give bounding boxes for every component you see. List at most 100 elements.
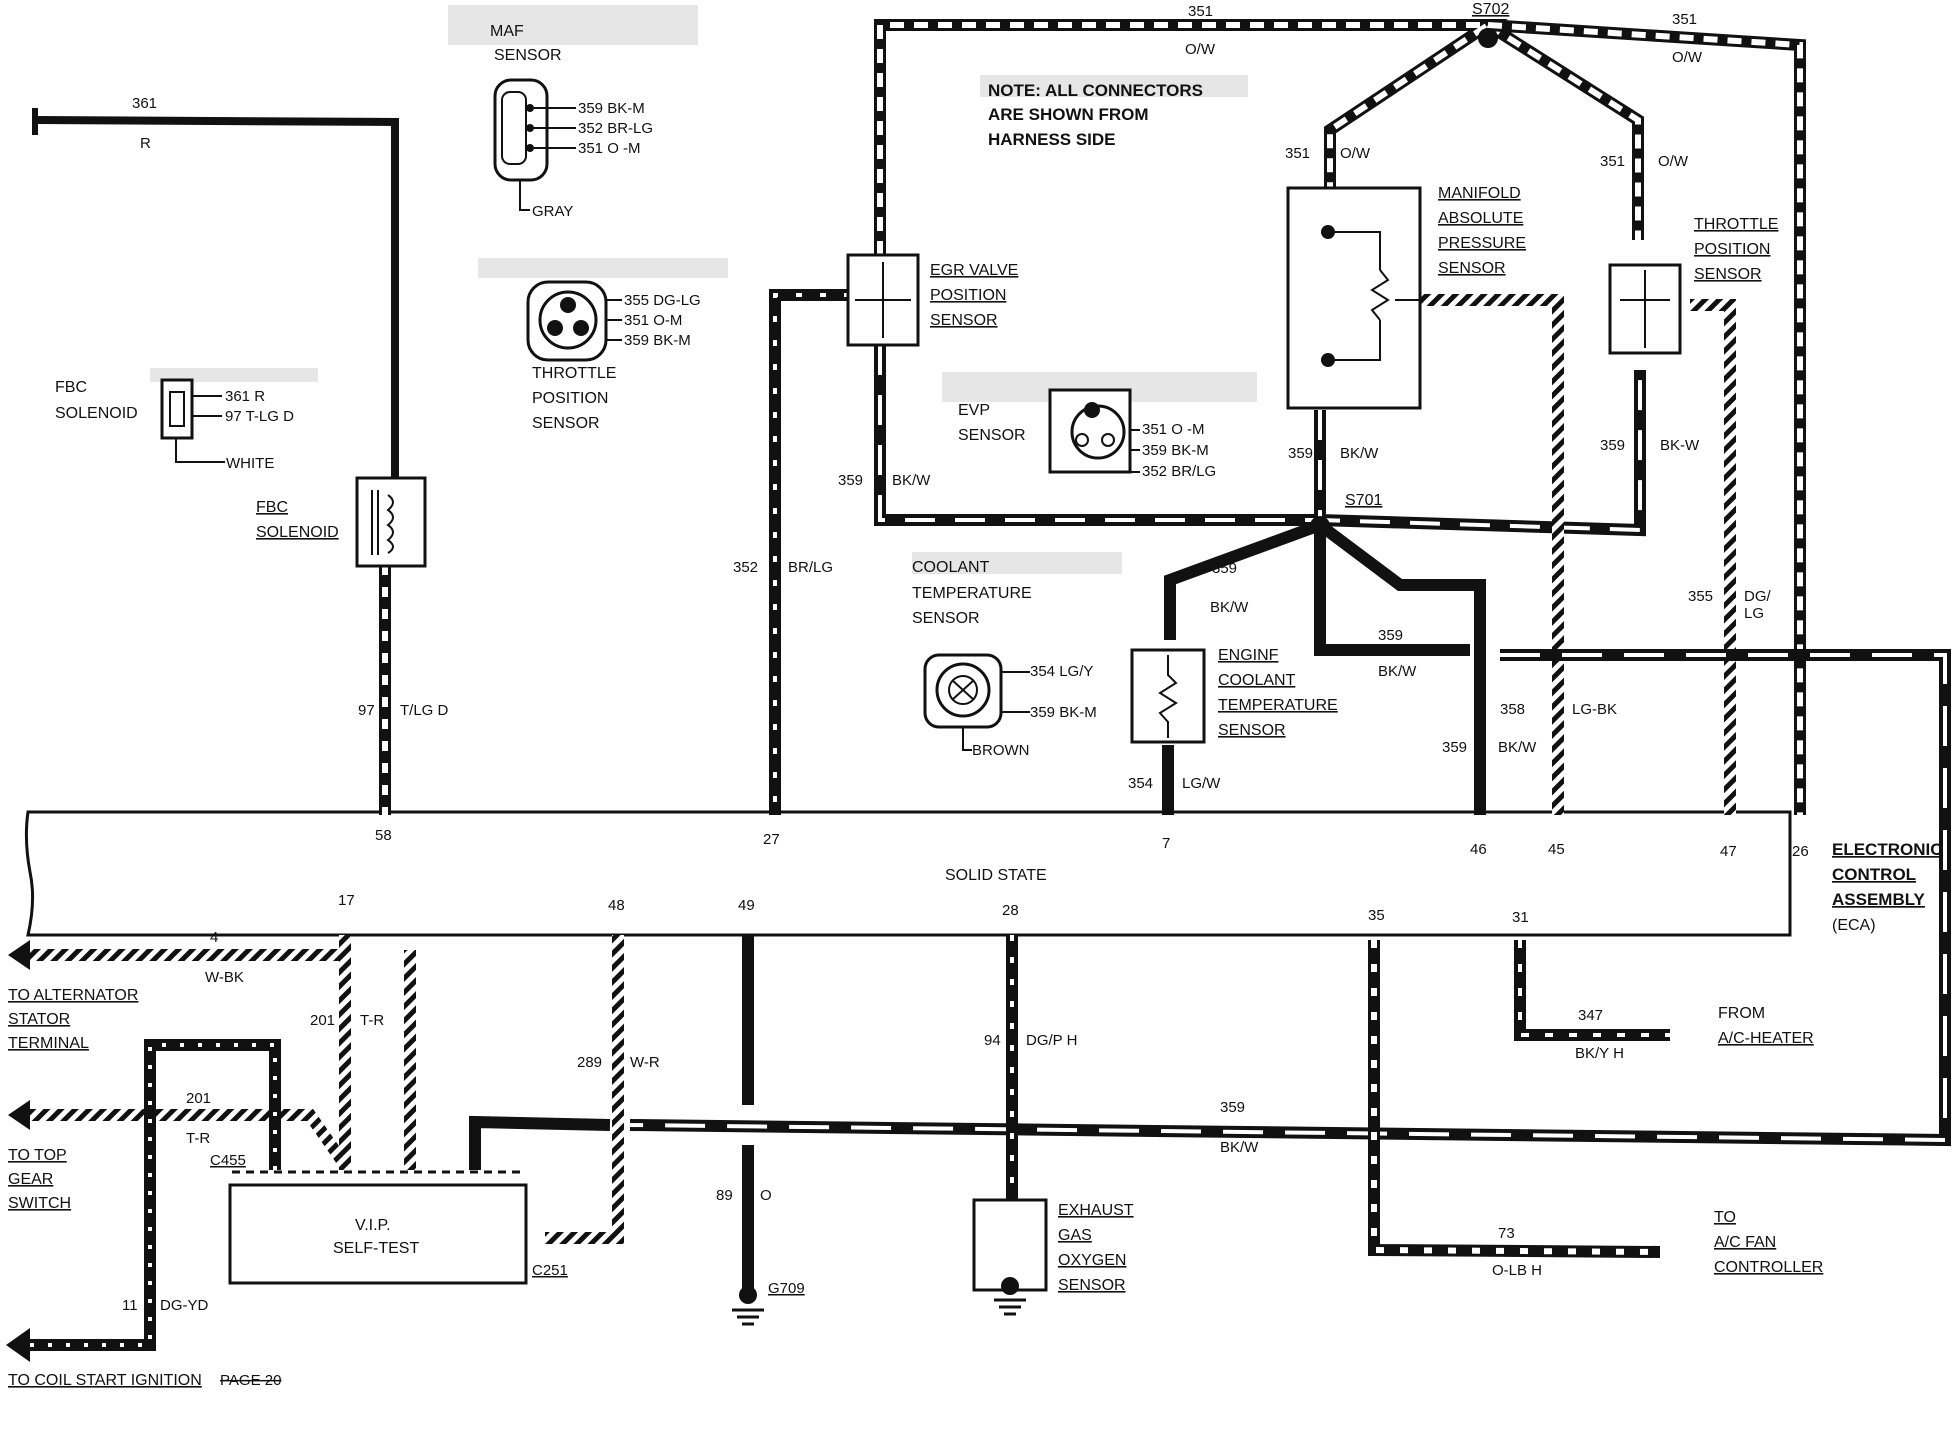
tps-right-label-2: POSITION: [1694, 241, 1770, 258]
evp-pin-2: 359 BK-M: [1142, 442, 1209, 459]
tps-right-label-1: THROTTLE: [1694, 216, 1778, 233]
dest-ac-fan-3: CONTROLLER: [1714, 1259, 1823, 1276]
harness-note: NOTE: ALL CONNECTORS ARE SHOWN FROM HARN…: [980, 75, 1248, 149]
ect-sensor-box: [1130, 648, 1206, 744]
w359-egr-num: 359: [838, 472, 863, 489]
maf-color: GRAY: [532, 203, 573, 220]
tps-sensor-box: [1608, 263, 1682, 355]
evp-label-1: EVP: [958, 402, 990, 419]
w201a-color: T-R: [360, 1012, 384, 1029]
w354-color: LG/W: [1182, 775, 1221, 792]
fbc-label-2: SOLENOID: [256, 524, 339, 541]
wire-355: [1690, 299, 1736, 815]
vip-box: [228, 1170, 528, 1285]
pin-26: 26: [1792, 843, 1809, 860]
w359-bottom-color: BK/W: [1220, 1139, 1259, 1156]
tps-conn-label-1: THROTTLE: [532, 365, 616, 382]
ego-label-4: SENSOR: [1058, 1277, 1126, 1294]
vip-label-1: V.I.P.: [355, 1217, 391, 1234]
pin-47: 47: [1720, 843, 1737, 860]
splice-s702-label: S702: [1472, 1, 1509, 18]
egr-label-3: SENSOR: [930, 312, 998, 329]
ecu-title-line3: ASSEMBLY: [1832, 890, 1926, 909]
w359-map-color: BK/W: [1340, 445, 1379, 462]
w347-num: 347: [1578, 1007, 1603, 1024]
maf-pin-3: 351 O -M: [578, 140, 641, 157]
pin-35: 35: [1368, 907, 1385, 924]
w355-num: 355: [1688, 588, 1713, 605]
ecu-pin-numbers: 58 27 7 46 45 47 26 17 48 49 28 35 31: [338, 827, 1809, 926]
splice-s702-dot: [1478, 28, 1498, 48]
destination-labels: TO ALTERNATOR STATOR TERMINAL TO TOP GEA…: [8, 987, 1823, 1389]
map-label-2: ABSOLUTE: [1438, 210, 1523, 227]
dest-top-gear-1: TO TOP: [8, 1147, 67, 1164]
arrow-alternator: [8, 940, 30, 970]
dest-coil-page: PAGE 20: [220, 1372, 281, 1389]
wire-73: [1368, 940, 1661, 1258]
ect-label-4: SENSOR: [1218, 722, 1286, 739]
ground-g709-dot: [739, 1286, 757, 1304]
vip-label-2: SELF-TEST: [333, 1240, 419, 1257]
evp-pin-1: 351 O -M: [1142, 421, 1205, 438]
ground-g709-label: G709: [768, 1280, 805, 1297]
w289-num: 289: [577, 1054, 602, 1071]
pin-49: 49: [738, 897, 755, 914]
tps-connector: [478, 258, 728, 362]
tps-right-label-3: SENSOR: [1694, 266, 1762, 283]
maf-connector: [448, 5, 698, 211]
w94-num: 94: [984, 1032, 1001, 1049]
w11-color: DG-YD: [160, 1297, 209, 1314]
fbc-connector: [150, 368, 318, 463]
splice-s701-dot: [1310, 516, 1330, 536]
wire-289: [545, 935, 624, 1244]
pin-28: 28: [1002, 902, 1019, 919]
ecu-solid-state-label: SOLID STATE: [945, 867, 1047, 884]
connector-c251: C251: [532, 1262, 568, 1279]
coolant-connector: [912, 552, 1122, 751]
w11-num: 11: [122, 1297, 138, 1314]
wire-352: [769, 289, 850, 815]
pin-17: 17: [338, 892, 355, 909]
w359-tps-color: BK-W: [1660, 437, 1700, 454]
wire-labels: 361 R 351 O/W 351 O/W 351 O/W 351 O/W 35…: [122, 3, 1772, 1314]
w351-tps-color: O/W: [1658, 153, 1689, 170]
w97-color: T/LG D: [400, 702, 449, 719]
pin-7: 7: [1162, 835, 1170, 852]
dest-alternator-3: TERMINAL: [8, 1035, 89, 1052]
coolant-pin-2: 359 BK-M: [1030, 704, 1097, 721]
fbc-conn-label-2: SOLENOID: [55, 405, 138, 422]
map-label-3: PRESSURE: [1438, 235, 1526, 252]
w361-num: 361: [132, 95, 157, 112]
w347-color: BK/Y H: [1575, 1045, 1624, 1062]
arrow-top-gear: [8, 1100, 30, 1130]
dest-ac-heater-2: A/C-HEATER: [1718, 1030, 1814, 1047]
ego-sensor-box: [972, 1198, 1048, 1316]
w89-color: O: [760, 1187, 772, 1204]
w201b-color: T-R: [186, 1130, 210, 1147]
w354-num: 354: [1128, 775, 1153, 792]
ego-label-1: EXHAUST: [1058, 1202, 1134, 1219]
coolant-color: BROWN: [972, 742, 1030, 759]
ecu-title-line2: CONTROL: [1832, 865, 1916, 884]
evp-label-2: SENSOR: [958, 427, 1026, 444]
evp-pin-3: 352 BR/LG: [1142, 463, 1216, 480]
note-line-2: ARE SHOWN FROM: [988, 105, 1149, 124]
ecu-title-line4: (ECA): [1832, 917, 1876, 934]
w359-ect-color: BK/W: [1210, 599, 1249, 616]
egr-label-1: EGR VALVE: [930, 262, 1018, 279]
w73-num: 73: [1498, 1225, 1515, 1242]
wire-358: [1420, 294, 1564, 815]
fbc-pin-1: 361 R: [225, 388, 265, 405]
ego-label-2: GAS: [1058, 1227, 1092, 1244]
w4-num: 4: [210, 929, 218, 946]
evp-connector: [942, 372, 1257, 474]
w73-color: O-LB H: [1492, 1262, 1542, 1279]
dest-top-gear-2: GEAR: [8, 1171, 53, 1188]
w352-color: BR/LG: [788, 559, 833, 576]
w4-color: W-BK: [205, 969, 244, 986]
map-label-4: SENSOR: [1438, 260, 1506, 277]
splice-s701-label: S701: [1345, 492, 1382, 509]
fbc-solenoid-box: [355, 476, 427, 568]
w201b-num: 201: [186, 1090, 211, 1107]
pin-48: 48: [608, 897, 625, 914]
